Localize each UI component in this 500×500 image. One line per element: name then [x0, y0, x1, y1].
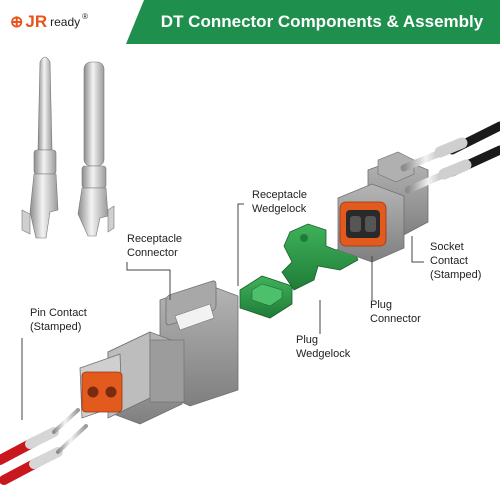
leader-socket-contact [412, 236, 424, 262]
pin-contacts-wired [0, 410, 86, 480]
label-line: (Stamped) [30, 320, 87, 334]
label-line: Connector [127, 246, 182, 260]
socket-contact-large [78, 62, 114, 236]
leader-receptacle-connector [127, 262, 170, 300]
leader-receptacle-wedgelock [238, 204, 244, 286]
label-line: Wedgelock [296, 347, 350, 361]
label-line: Receptacle [127, 232, 182, 246]
label-pin-contact: Pin Contact (Stamped) [30, 306, 87, 334]
label-line: Plug [370, 298, 421, 312]
label-line: (Stamped) [430, 268, 481, 282]
label-line: Connector [370, 312, 421, 326]
label-socket-contact: Socket Contact (Stamped) [430, 240, 481, 282]
label-line: Socket [430, 240, 481, 254]
label-plug-wedgelock: Plug Wedgelock [296, 333, 350, 361]
label-line: Pin Contact [30, 306, 87, 320]
receptacle-wedgelock [240, 276, 292, 318]
label-receptacle-wedgelock: Receptacle Wedgelock [252, 188, 307, 216]
plug-connector [338, 152, 428, 262]
label-plug-connector: Plug Connector [370, 298, 421, 326]
pin-contact-large [22, 57, 58, 238]
label-line: Wedgelock [252, 202, 307, 216]
label-receptacle-connector: Receptacle Connector [127, 232, 182, 260]
label-line: Receptacle [252, 188, 307, 202]
receptacle-connector [80, 280, 238, 424]
label-line: Plug [296, 333, 350, 347]
label-line: Contact [430, 254, 481, 268]
